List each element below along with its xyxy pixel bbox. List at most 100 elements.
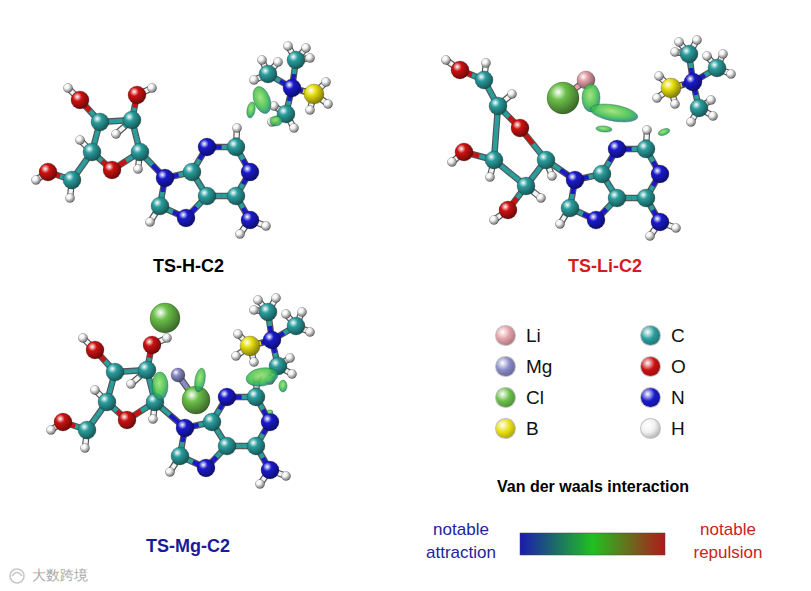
atom-sphere [231,351,240,360]
atom-sphere [249,305,258,314]
atom-sphere [287,369,296,378]
atom-sphere [46,425,55,434]
interaction-surface [270,116,282,126]
atom-sphere [281,471,290,480]
atom-sphere [39,163,57,181]
legend-swatch [496,326,515,345]
atom-sphere [218,388,236,406]
atom-sphere [485,172,494,181]
atom-sphere [301,43,310,52]
atom-sphere [637,140,655,158]
atom-sphere [566,171,584,189]
atom-sphere [249,75,258,84]
atom-sphere [537,151,555,169]
legend-swatch [496,357,515,376]
atom-sphere [475,71,493,89]
atom-sphere [511,119,529,137]
atom-sphere [138,361,156,379]
atom-sphere [485,151,503,169]
atom-sphere [281,309,290,318]
legend-text: C [671,325,685,347]
atom-sphere [261,461,279,479]
atom-sphere [706,95,715,104]
panel-title: TS-Li-C2 [568,256,642,278]
scale-end-label: notable repulsion [673,518,783,564]
atom-sphere [145,217,154,226]
ts-li-molecule [441,35,735,240]
atom-sphere [455,143,473,161]
atom-sphere [203,413,221,431]
legend-text: O [671,356,686,378]
atom-sphere [708,111,717,120]
atom-sphere [183,163,201,181]
atom-sphere [78,333,87,342]
atom-sphere [111,129,120,138]
atom-sphere [71,91,89,109]
atom-sphere [80,443,89,452]
atom-sphere [447,157,456,166]
atom-sphere [150,303,180,333]
atom-sphere [241,163,259,181]
interaction-surface [246,101,257,118]
atom-sphere [547,82,579,114]
atom-sphere [481,58,490,67]
legend-row: H [641,418,731,440]
atom-sphere [156,169,174,187]
interaction-surface [152,372,168,400]
atom-sphere [218,437,236,455]
atom-sphere [305,327,314,336]
atom-sphere [133,164,142,173]
atom-sphere [670,47,679,56]
atom-sphere [297,307,306,316]
atom-sphere [593,165,611,183]
atom-sphere [147,83,156,92]
atom-sphere [489,97,507,115]
atom-sphere [131,143,149,161]
atom-sphere [671,223,680,232]
atom-sphere [708,59,726,77]
atom-sphere [63,171,81,189]
color-scale-bar [520,533,665,555]
atom-sphere [83,143,101,161]
atom-sphere [65,193,74,202]
atom-sphere [608,140,626,158]
atom-sphere [654,71,663,80]
atom-sphere [690,99,708,117]
atom-sphere [451,61,469,79]
atom-sphere [507,89,516,98]
legend-row: B [496,418,586,440]
legend-text: Li [526,325,541,347]
atom-sphere [323,99,332,108]
atom-sphere [118,411,136,429]
atom-sphere [283,79,301,97]
interaction-surface [193,367,207,392]
molecule-models [31,35,735,488]
panel-title: TS-Mg-C2 [146,536,230,558]
atom-sphere [103,161,121,179]
legend-text: Cl [526,387,544,409]
atom-sphere [305,105,314,114]
atom-sphere [31,175,40,184]
atom-sphere [198,187,216,205]
atom-sphere [227,187,245,205]
atom-sphere [652,93,661,102]
atom-sphere [177,209,195,227]
atom-sphere [536,193,545,202]
atom-sphere [259,303,277,321]
atom-sphere [651,165,669,183]
legend-swatch [641,326,660,345]
atom-sphere [702,51,711,60]
atom-sphere [197,459,215,477]
legend-row: Li [496,325,586,347]
atom-sphere [680,45,698,63]
atom-sphere [674,37,683,46]
legend-text: N [671,387,685,409]
atom-sphere [128,86,146,104]
legend-text: B [526,418,539,440]
atom-sphere [198,138,216,156]
scale-title: Van der waals interaction [497,477,689,496]
atom-sphere [233,329,242,338]
legend-swatch [641,419,660,438]
atom-sphere [271,293,280,302]
atom-sphere [661,78,681,98]
